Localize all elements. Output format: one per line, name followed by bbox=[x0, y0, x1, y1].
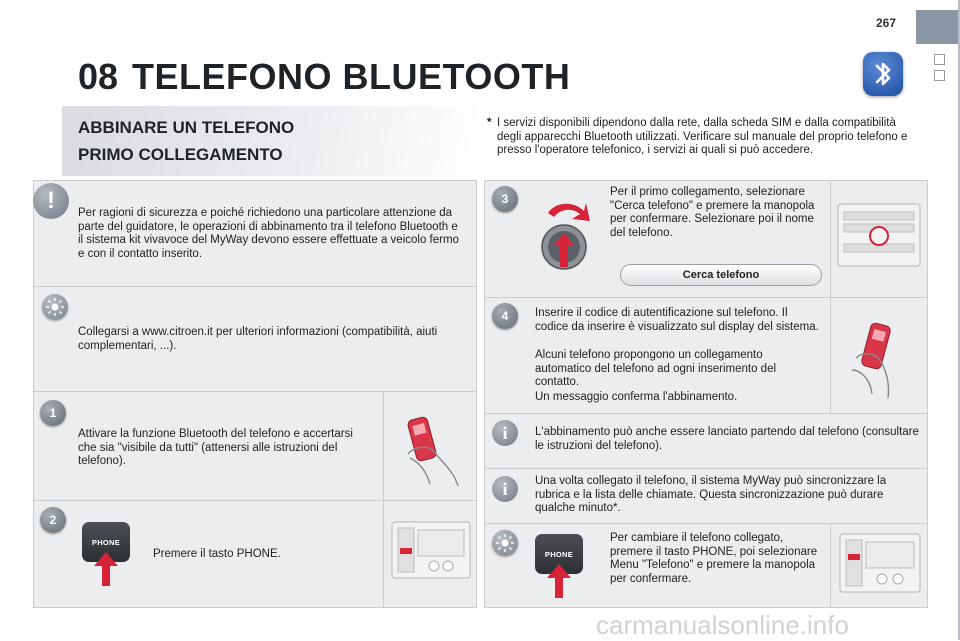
hand-phone-icon bbox=[400, 410, 466, 495]
divider bbox=[830, 180, 831, 297]
info-icon: i bbox=[492, 420, 518, 446]
step-2-badge: 2 bbox=[40, 507, 66, 533]
step-2-text: Premere il tasto PHONE. bbox=[153, 548, 281, 560]
page-title: TELEFONO BLUETOOTH bbox=[132, 56, 571, 97]
knob-icon bbox=[534, 195, 598, 280]
tip-2-text: Per cambiare il telefono collegato, prem… bbox=[610, 532, 818, 585]
step-4-badge: 4 bbox=[492, 303, 518, 329]
footnote-marker: * bbox=[487, 117, 492, 129]
divider bbox=[484, 413, 928, 414]
step-1-text: Attivare la funzione Bluetooth del telef… bbox=[78, 428, 353, 467]
section-title-line1: ABBINARE UN TELEFONO bbox=[78, 118, 295, 137]
side-tab-box bbox=[934, 54, 945, 65]
up-arrow-icon bbox=[547, 564, 571, 603]
divider bbox=[33, 391, 477, 392]
divider bbox=[383, 391, 384, 608]
divider bbox=[484, 468, 928, 469]
info-2-text: Una volta collegato il telefono, il sist… bbox=[535, 475, 887, 514]
section-title-box bbox=[62, 106, 478, 176]
radio-panel-image bbox=[838, 530, 922, 601]
step-3-badge: 3 bbox=[492, 186, 518, 212]
cerca-telefono-menu: Cerca telefono bbox=[620, 264, 822, 286]
watermark: carmanualsonline.info bbox=[596, 610, 849, 640]
side-tab bbox=[916, 10, 960, 44]
step-4-text-3: Un messaggio conferma l'abbinamento. bbox=[535, 391, 738, 403]
section-title-line2: PRIMO COLLEGAMENTO bbox=[78, 145, 283, 164]
radio-panel-image bbox=[836, 200, 922, 277]
bulb-icon bbox=[492, 530, 518, 556]
divider bbox=[33, 500, 477, 501]
up-arrow-icon bbox=[94, 552, 118, 591]
warning-text: Per ragioni di sicurezza e poiché richie… bbox=[78, 207, 459, 260]
divider bbox=[484, 297, 928, 298]
step-1-badge: 1 bbox=[40, 400, 66, 426]
divider bbox=[33, 286, 477, 287]
divider bbox=[830, 523, 831, 608]
divider bbox=[830, 297, 831, 413]
step-4-text-1: Inserire il codice di autentificazione s… bbox=[535, 307, 819, 333]
step-4-text-2: Alcuni telefono propongono un collegamen… bbox=[535, 349, 777, 388]
tip-text: Collegarsi a www.citroen.it per ulterior… bbox=[78, 326, 438, 352]
footnote-text: I servizi disponibili dipendono dalla re… bbox=[497, 117, 908, 156]
page-number: 267 bbox=[876, 16, 897, 30]
side-tab-box bbox=[934, 70, 945, 81]
hand-phone-icon bbox=[850, 318, 916, 407]
info-1-text: L'abbinamento può anche essere lanciato … bbox=[535, 426, 919, 452]
bluetooth-icon bbox=[863, 52, 903, 96]
step-3-text: Per il primo collegamento, selezionare "… bbox=[610, 186, 815, 239]
divider bbox=[484, 523, 928, 524]
info-icon: i bbox=[492, 476, 518, 502]
bulb-icon bbox=[42, 294, 68, 320]
side-rule bbox=[958, 0, 960, 640]
radio-panel-image bbox=[390, 518, 472, 587]
chapter-number: 08 bbox=[78, 56, 119, 97]
exclamation-icon: ! bbox=[33, 183, 69, 219]
